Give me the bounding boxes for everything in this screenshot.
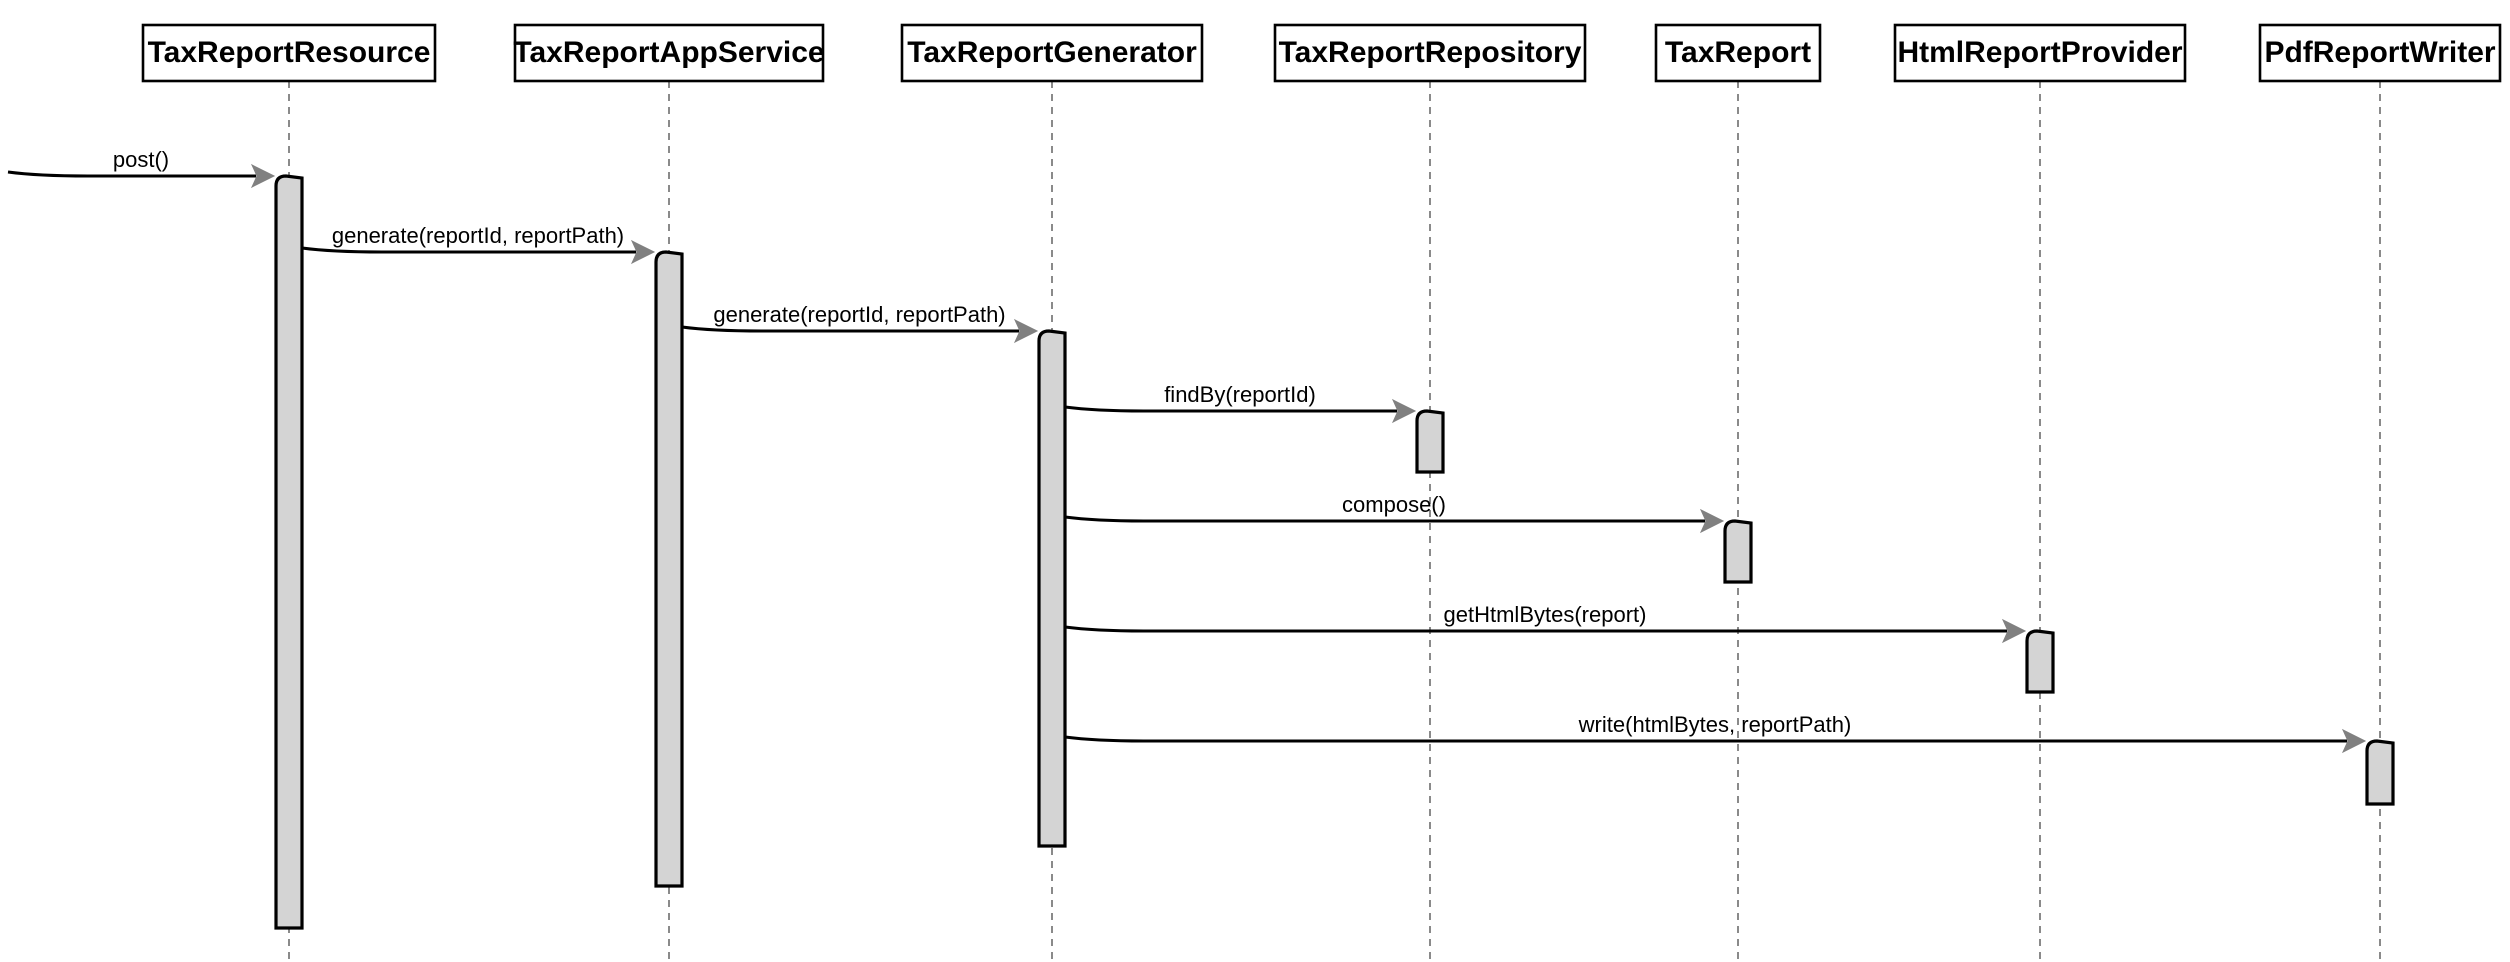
activation-bar-tax-report [1723, 519, 1753, 584]
arrow-head [1699, 508, 1725, 534]
participant-box [1654, 23, 1822, 83]
message-line [301, 246, 636, 254]
participant-pdf-report-writer: PdfReportWriter [2258, 23, 2502, 83]
participant-label: TaxReportResource [148, 36, 431, 69]
participant-label: TaxReportGenerator [907, 36, 1197, 69]
participant-html-report-provider: HtmlReportProvider [1893, 23, 2187, 83]
message-2: generate(reportId, reportPath) [301, 223, 656, 265]
activation-bar-pdf-report-writer [2365, 739, 2395, 806]
activation-bar-tax-report-resource [274, 174, 304, 930]
message-3: generate(reportId, reportPath) [681, 302, 1039, 344]
participant-box [1273, 23, 1587, 83]
participant-tax-report: TaxReport [1654, 23, 1822, 83]
activation-bar-tax-report-generator [1037, 329, 1067, 848]
activations-layer [274, 174, 2395, 930]
participant-box [2258, 23, 2502, 83]
activation-bar-html-report-provider [2025, 629, 2055, 694]
message-line [1064, 405, 1397, 413]
messages-layer: post() generate(reportId, reportPath) gene… [7, 147, 2367, 754]
arrow-head [1391, 398, 1417, 424]
participant-box [513, 23, 825, 83]
message-label: write(htmlBytes, reportPath) [1578, 712, 1852, 737]
message-label: generate(reportId, reportPath) [332, 223, 624, 248]
message-6: getHtmlBytes(report) [1064, 602, 2027, 644]
activation-bar-tax-report-repository [1415, 409, 1445, 474]
arrow-head [250, 163, 276, 189]
message-line [1064, 625, 2007, 633]
participants-layer: TaxReportResource TaxReportAppService TaxR… [141, 23, 2502, 83]
message-label: findBy(reportId) [1164, 382, 1316, 407]
participant-label: TaxReport [1665, 36, 1811, 69]
activation-bar-tax-report-app-service [654, 250, 684, 888]
message-1: post() [7, 147, 276, 189]
participant-label: TaxReportRepository [1279, 36, 1582, 69]
arrow-head [630, 239, 656, 265]
participant-box [141, 23, 437, 83]
participant-tax-report-repository: TaxReportRepository [1273, 23, 1587, 83]
arrow-head [2001, 618, 2027, 644]
participant-label: PdfReportWriter [2264, 36, 2495, 69]
participant-tax-report-resource: TaxReportResource [141, 23, 437, 83]
participant-tax-report-generator: TaxReportGenerator [900, 23, 1204, 83]
message-line [1064, 735, 2347, 743]
participant-label: TaxReportAppService [513, 36, 824, 69]
message-line [681, 325, 1019, 333]
message-5: compose() [1064, 492, 1725, 534]
message-7: write(htmlBytes, reportPath) [1064, 712, 2367, 754]
message-label: post() [113, 147, 169, 172]
participant-label: HtmlReportProvider [1897, 36, 2182, 69]
participant-tax-report-app-service: TaxReportAppService [513, 23, 825, 83]
arrow-head [2341, 728, 2367, 754]
message-label: getHtmlBytes(report) [1444, 602, 1647, 627]
arrow-head [1013, 318, 1039, 344]
message-4: findBy(reportId) [1064, 382, 1417, 424]
participant-box [900, 23, 1204, 83]
message-label: compose() [1342, 492, 1446, 517]
message-label: generate(reportId, reportPath) [713, 302, 1005, 327]
message-line [7, 170, 256, 178]
participant-box [1893, 23, 2187, 83]
message-line [1064, 515, 1705, 523]
